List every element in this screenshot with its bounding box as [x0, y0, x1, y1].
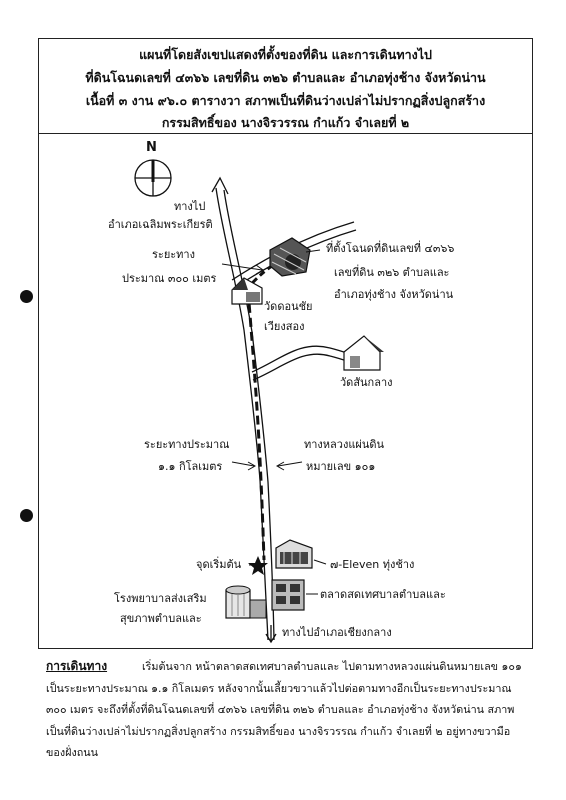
binder-hole-top: [20, 290, 33, 303]
compass-north-label: N: [146, 140, 157, 155]
label-wat-donchai-1: วัดดอนชัย: [264, 300, 313, 313]
label-plot-3: อำเภอทุ่งช้าง จังหวัดน่าน: [334, 288, 454, 301]
label-wat-donchai-2: เวียงสอง: [264, 320, 305, 333]
distance-300-pointer: [221, 263, 263, 271]
highway-101-road-edge: [223, 189, 275, 641]
label-highway-2: หมายเลข ๑๐๑: [306, 460, 376, 473]
seven-eleven-pointer: [313, 559, 327, 565]
label-distance-11-2: ๑.๑ กิโลเมตร: [158, 460, 223, 473]
label-distance-300-1: ระยะทาง: [152, 248, 195, 261]
route-dashed-highway: [246, 289, 266, 561]
label-start-point: จุดเริ่มต้น: [196, 558, 242, 571]
plot-pointer: [305, 249, 321, 253]
label-hospital-1: โรงพยาบาลส่งเสริม: [114, 592, 207, 605]
distance-11-pointer: [231, 461, 255, 467]
branch-road-to-wat-sanklang: [251, 345, 351, 373]
description-line-3: ๓๐๐ เมตร จะถึงที่ตั้งที่ดินโฉนดเลขที่ ๔๓…: [46, 703, 515, 716]
description-text-1: เริ่มต้นจาก หน้าตลาดสดเทศบาลตำบลและ ไปตา…: [141, 660, 522, 673]
title-line-2: ที่ดินโฉนดเลขที่ ๔๓๖๖ เลขที่ดิน ๓๒๖ ตำบล…: [85, 70, 486, 85]
title-box: แผนที่โดยสังเขปแสดงที่ตั้งของที่ดิน และก…: [38, 38, 533, 134]
road-arrow-top: [211, 176, 229, 195]
label-distance-300-2: ประมาณ ๓๐๐ เมตร: [122, 272, 217, 285]
label-wat-sanklang: วัดสันกลาง: [340, 376, 393, 389]
label-plot-2: เลขที่ดิน ๓๒๖ ตำบลและ: [334, 266, 450, 279]
label-hospital-2: สุขภาพตำบลและ: [120, 612, 202, 625]
label-to-chaloem-2: อำเภอเฉลิมพระเกียรติ: [108, 218, 213, 231]
branch-road-to-wat-sanklang-edge: [252, 353, 351, 381]
travel-description: การเดินทาง เริ่มต้นจาก หน้าตลาดสดเทศบาลต…: [46, 656, 526, 764]
wat-donchai-icon: [231, 277, 263, 305]
label-to-chaloem-1: ทางไป: [174, 200, 206, 213]
start-point-star-icon: [248, 556, 268, 575]
title-line-1: แผนที่โดยสังเขปแสดงที่ตั้งของที่ดิน และก…: [139, 47, 432, 62]
market-icon: [271, 579, 305, 611]
highway-label-pointer: [277, 461, 303, 467]
label-plot-1: ที่ตั้งโฉนดที่ดินเลขที่ ๔๓๖๖: [326, 242, 455, 255]
label-seven-eleven: ๗-Eleven ทุ่งช้าง: [330, 558, 415, 571]
description-line-5: ของฝั่งถนน: [46, 746, 99, 759]
compass-icon: [134, 159, 172, 197]
label-to-chiang-klang: ทางไปอำเภอเชียงกลาง: [282, 626, 392, 639]
map-frame: [38, 134, 533, 649]
wat-sanklang-icon: [343, 335, 384, 371]
label-market: ตลาดสดเทศบาลตำบลและ: [320, 588, 446, 601]
seven-eleven-icon: [275, 539, 313, 569]
hospital-icon: [225, 585, 267, 619]
description-heading: การเดินทาง: [46, 659, 108, 673]
title-line-3: เนื้อที่ ๓ งาน ๙๖.๐ ตารางวา สภาพเป็นที่ด…: [85, 93, 486, 108]
description-line-4: เป็นที่ดินว่างเปล่าไม่ปรากฏสิ่งปลูกสร้าง…: [46, 724, 511, 738]
land-plot-icon: [269, 237, 311, 277]
label-highway-1: ทางหลวงแผ่นดิน: [304, 438, 385, 451]
description-line-1: การเดินทาง เริ่มต้นจาก หน้าตลาดสดเทศบาลต…: [46, 656, 526, 678]
label-distance-11-1: ระยะทางประมาณ: [144, 438, 230, 451]
title-line-4: กรรมสิทธิ์ของ นางจิรวรรณ กำแก้ว จำเลยที่…: [161, 115, 410, 130]
description-line-2: เป็นระยะทางประมาณ ๑.๑ กิโลเมตร หลังจากนั…: [46, 681, 512, 695]
road-arrow-bottom: [265, 625, 277, 644]
binder-hole-bottom: [20, 509, 33, 522]
